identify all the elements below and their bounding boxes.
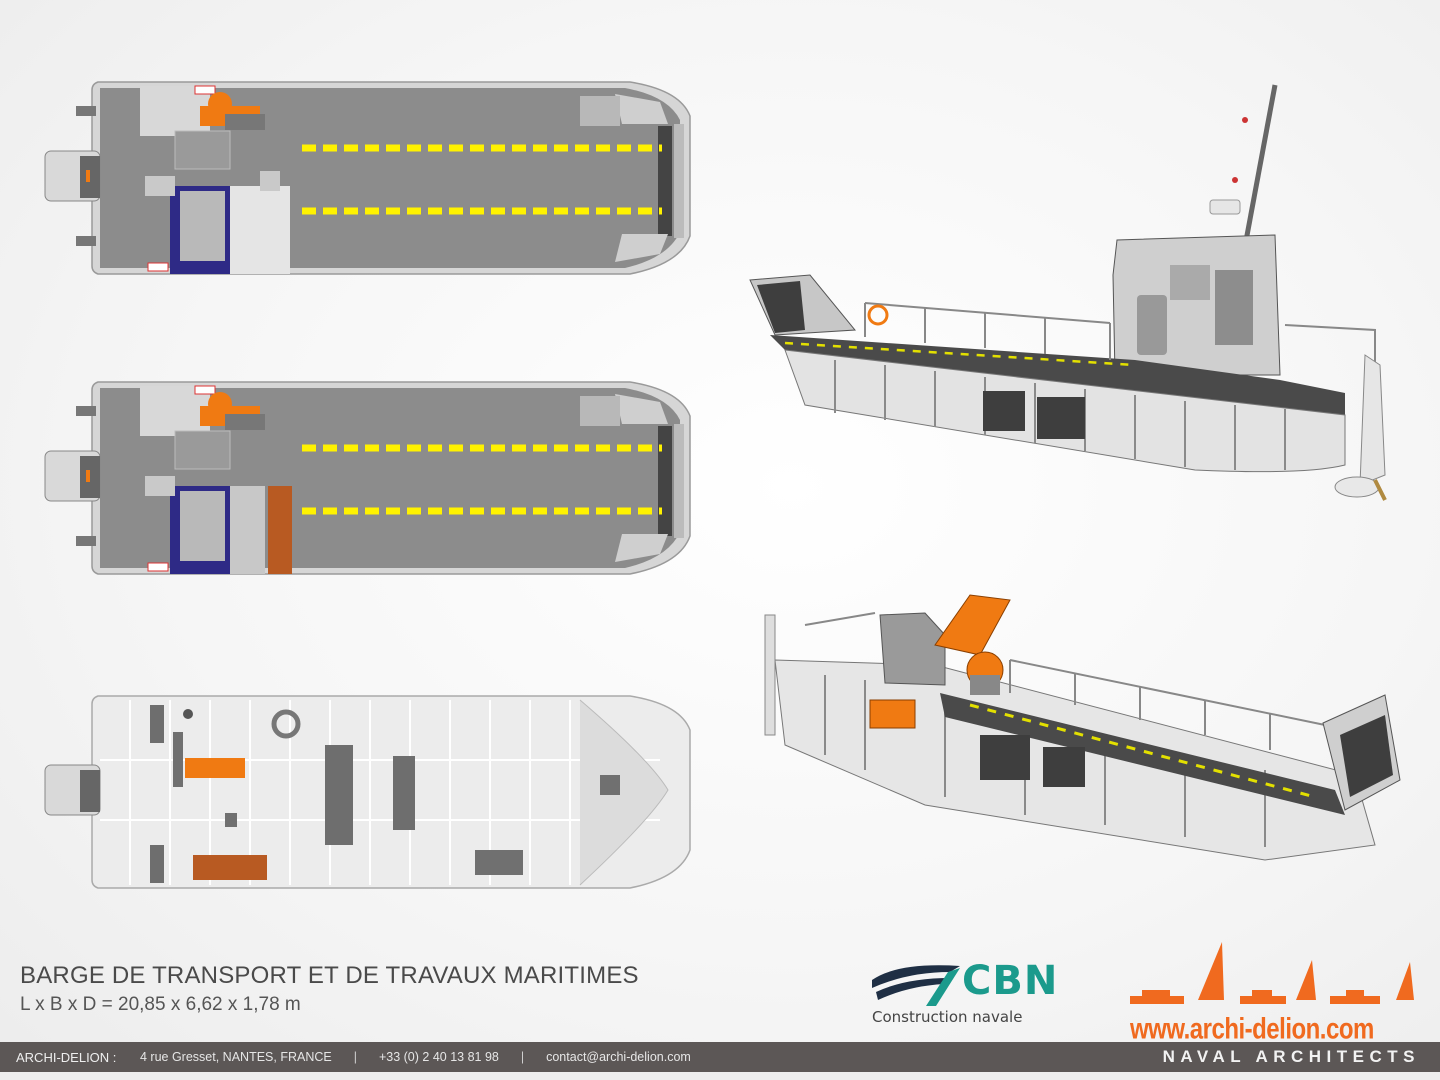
footer-address: 4 rue Gresset, NANTES, FRANCE [140, 1050, 332, 1064]
footer-phone: +33 (0) 2 40 13 81 98 [378, 1050, 499, 1064]
iso-view-2 [745, 575, 1415, 865]
cbn-mark: CBN [962, 958, 1059, 1004]
iso-view-1 [745, 75, 1415, 515]
plan-view-hull [40, 690, 700, 895]
sailboats-icon [1130, 942, 1414, 1004]
title-block: BARGE DE TRANSPORT ET DE TRAVAUX MARITIM… [20, 962, 639, 1016]
footer-separator: | [353, 1050, 357, 1064]
archi-delion-logo: www.archi-delion.com [1126, 940, 1430, 1046]
cbn-ship-icon [872, 965, 960, 1006]
cbn-logo: CBN Construction navale [868, 958, 1088, 1028]
archi-delion-url[interactable]: www.archi-delion.com [1130, 1012, 1374, 1046]
footer-company: ARCHI-DELION : [16, 1049, 117, 1065]
footer-bar: ARCHI-DELION : 4 rue Gresset, NANTES, FR… [0, 1042, 1440, 1072]
footer-email[interactable]: contact@archi-delion.com [546, 1050, 691, 1064]
dimensions-text: L x B x D = 20,85 x 6,62 x 1,78 m [20, 994, 301, 1015]
archi-delion-tagline: NAVAL ARCHITECTS [1162, 1047, 1420, 1066]
cbn-subtitle: Construction navale [872, 1008, 1023, 1026]
plan-view-deck-2 [40, 376, 700, 581]
plan-view-deck-1 [40, 76, 700, 281]
document-title: BARGE DE TRANSPORT ET DE TRAVAUX MARITIM… [20, 962, 639, 989]
footer-separator: | [520, 1050, 525, 1064]
footer-bottom-strip [0, 1072, 1440, 1080]
